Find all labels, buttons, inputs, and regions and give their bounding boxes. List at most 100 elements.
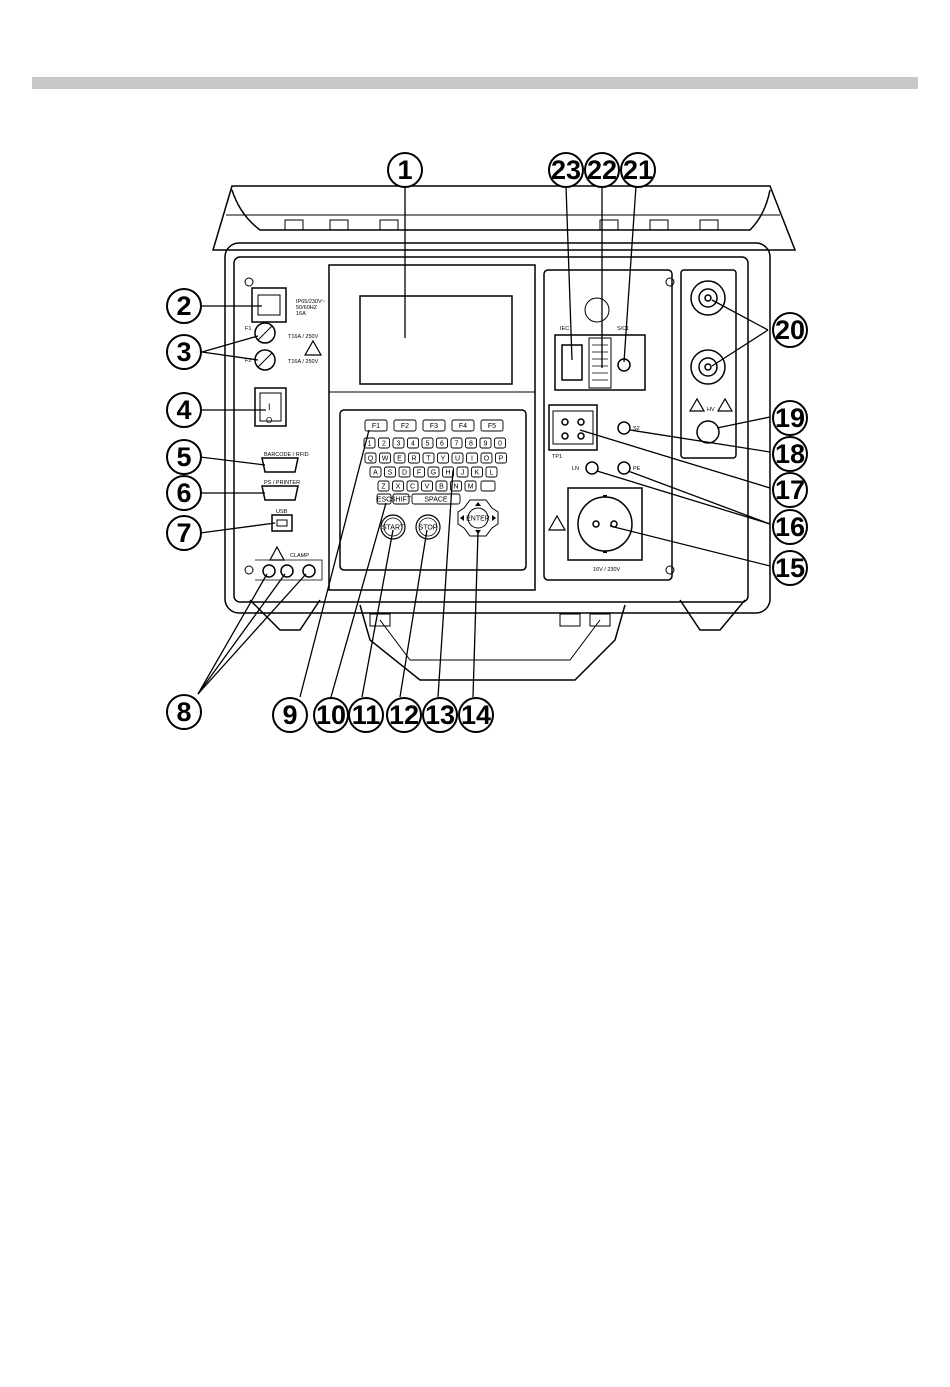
function-key-f3[interactable]: F3: [422, 419, 446, 432]
function-key-f1[interactable]: F1: [364, 419, 388, 432]
key-w[interactable]: W: [379, 452, 391, 464]
key-8[interactable]: 8: [465, 437, 477, 449]
key-i[interactable]: I: [466, 452, 478, 464]
key-h[interactable]: H: [442, 466, 454, 478]
key-blank[interactable]: [480, 480, 496, 492]
key-label: F: [417, 470, 421, 477]
key-q[interactable]: Q: [364, 452, 377, 464]
callout-10: 10: [313, 697, 349, 733]
leader-20b: [711, 329, 769, 367]
callout-circle: [772, 400, 808, 436]
callout-12: 12: [386, 697, 422, 733]
callout-circle: [166, 288, 202, 324]
s2-label: S2: [633, 426, 640, 432]
leader-11: [361, 529, 394, 698]
key-label: F1: [372, 423, 380, 430]
shift-key[interactable]: SHIFT: [391, 493, 412, 505]
leader-14: [472, 531, 479, 698]
ln-label: LN: [572, 466, 579, 472]
warning-icon: [268, 545, 286, 561]
key-b[interactable]: B: [435, 480, 448, 492]
callout-circle: [772, 472, 808, 508]
leader-3b: [201, 351, 259, 361]
lid-inner: [231, 189, 771, 231]
key-label: F4: [459, 423, 467, 430]
callout-circle: [584, 152, 620, 188]
hv-lamp: [696, 420, 720, 444]
key-v[interactable]: V: [421, 480, 433, 492]
key-0[interactable]: 0: [494, 437, 506, 449]
key-label: A: [373, 470, 378, 477]
callout-number: 19: [775, 403, 805, 433]
leader-9: [299, 429, 370, 698]
leader-18: [629, 429, 771, 453]
callout-circle: [272, 697, 308, 733]
key-a[interactable]: A: [369, 466, 382, 478]
key-s[interactable]: S: [384, 466, 396, 478]
key-7[interactable]: 7: [450, 437, 463, 449]
key-d[interactable]: D: [398, 466, 411, 478]
case-lid: [211, 185, 797, 251]
case-body: [224, 242, 771, 614]
key-p[interactable]: P: [495, 452, 507, 464]
callout-circle: [772, 509, 808, 545]
callout-circle: [166, 694, 202, 730]
function-key-f5[interactable]: F5: [480, 419, 504, 432]
key-4[interactable]: 4: [407, 437, 419, 449]
clamp-terminal-1: [262, 564, 276, 578]
key-c[interactable]: C: [406, 480, 419, 492]
key-n[interactable]: N: [450, 480, 462, 492]
key-2[interactable]: 2: [378, 437, 390, 449]
callout-circle: [166, 439, 202, 475]
leader-12: [399, 529, 428, 698]
key-u[interactable]: U: [451, 452, 464, 464]
key-f[interactable]: F: [413, 466, 425, 478]
key-r[interactable]: R: [408, 452, 420, 464]
key-label: 6: [440, 441, 444, 448]
button-label: STOP: [419, 525, 438, 532]
fuse-f1: [254, 322, 276, 344]
key-k[interactable]: K: [471, 466, 483, 478]
key-6[interactable]: 6: [436, 437, 448, 449]
callout-11: 11: [348, 697, 384, 733]
lcd-screen: [359, 295, 513, 385]
key-label: 8: [469, 441, 473, 448]
callout-number: 23: [551, 155, 581, 185]
start-button[interactable]: START: [380, 514, 406, 540]
s2-terminal: [617, 421, 631, 435]
callout-16: 16: [772, 509, 808, 545]
function-key-f2[interactable]: F2: [393, 419, 417, 432]
key-label: 3: [397, 441, 401, 448]
function-key-f4[interactable]: F4: [451, 419, 475, 432]
key-e[interactable]: E: [393, 452, 406, 464]
keypad-panel: [339, 409, 527, 571]
key-z[interactable]: Z: [377, 480, 390, 492]
key-x[interactable]: X: [392, 480, 404, 492]
callout-20: 20: [772, 312, 808, 348]
key-j[interactable]: J: [456, 466, 469, 478]
key-y[interactable]: Y: [437, 452, 449, 464]
key-3[interactable]: 3: [392, 437, 405, 449]
leader-16b: [627, 470, 771, 525]
callout-number: 12: [389, 700, 419, 730]
esc-key[interactable]: ESC: [376, 493, 392, 505]
key-g[interactable]: G: [427, 466, 440, 478]
leader-10: [330, 502, 387, 698]
key-9[interactable]: 9: [479, 437, 492, 449]
callout-number: 14: [461, 700, 491, 730]
key-t[interactable]: T: [422, 452, 435, 464]
callout-circle: [458, 697, 494, 733]
key-l[interactable]: L: [485, 466, 498, 478]
callout-number: 1: [397, 155, 412, 185]
key-o[interactable]: O: [480, 452, 493, 464]
key-label: F5: [488, 423, 496, 430]
leader-lines: [197, 185, 771, 698]
key-m[interactable]: M: [464, 480, 477, 492]
button-label: ENTER: [466, 516, 490, 523]
space-key[interactable]: SPACE: [411, 493, 461, 505]
enter-button[interactable]: ENTER: [466, 507, 490, 529]
key-5[interactable]: 5: [421, 437, 434, 449]
stop-button[interactable]: STOP: [415, 514, 441, 540]
